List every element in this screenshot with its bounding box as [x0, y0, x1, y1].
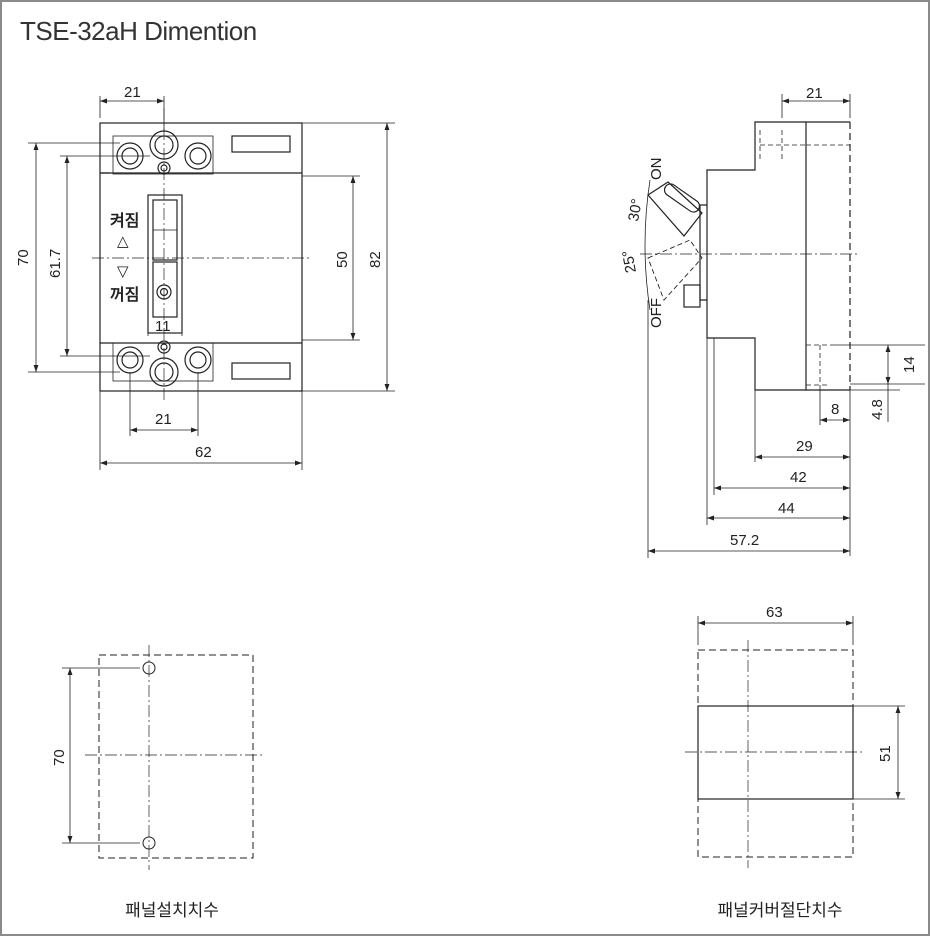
off-arrow: ▽ — [117, 263, 129, 280]
dim-82: 82 — [367, 251, 384, 268]
dim-11: 11 — [155, 318, 171, 335]
toggle-handle — [147, 194, 183, 334]
panel-cutout-caption: 패널커버절단치수 — [717, 901, 843, 921]
dim-42: 42 — [790, 469, 807, 486]
angle-25-label: 25° — [619, 249, 640, 274]
panel-mount-view — [62, 645, 265, 870]
panel-cutout-view — [685, 616, 905, 868]
panel-mount-outline — [98, 654, 254, 859]
off-label: 꺼짐 — [110, 286, 139, 304]
top-label-plate — [231, 135, 291, 153]
dim-57-2: 57.2 — [730, 532, 759, 549]
on-label: 켜짐 — [110, 212, 139, 230]
dim-62: 62 — [195, 444, 212, 461]
off-position-label: OFF — [648, 298, 665, 328]
cutout-outer-outline — [697, 649, 854, 858]
handle-on — [647, 181, 703, 237]
on-arrow: △ — [117, 233, 129, 250]
cutout-window — [697, 705, 854, 800]
page-title: TSE-32aH Dimention — [20, 16, 257, 46]
dim-44: 44 — [778, 500, 795, 517]
dim-top-21: 21 — [124, 84, 141, 101]
dim-70: 70 — [15, 249, 32, 266]
dim-cutout-51: 51 — [877, 745, 894, 762]
dim-4-8: 4.8 — [869, 399, 886, 420]
angle-30-label: 30° — [625, 197, 646, 222]
dim-61-7: 61.7 — [47, 249, 64, 278]
dim-side-21: 21 — [806, 85, 823, 102]
front-view-text: 켜짐 △ ▽ 꺼짐 21 70 61.7 50 82 11 21 62 — [15, 84, 384, 461]
bottom-label-plate — [231, 362, 291, 380]
dim-panel-70: 70 — [51, 749, 68, 766]
breaker-body-outline — [99, 122, 303, 392]
panel-mount-caption: 패널설치치수 — [125, 901, 219, 921]
dim-bottom-21: 21 — [155, 411, 172, 428]
dim-14: 14 — [901, 356, 918, 373]
dim-29: 29 — [796, 438, 813, 455]
side-view — [640, 94, 925, 558]
front-view — [28, 96, 395, 470]
dim-cutout-63: 63 — [766, 604, 783, 621]
handle-off — [647, 239, 703, 301]
side-body-outline — [706, 121, 807, 391]
side-view-text: ON 30° 25° OFF 21 14 4.8 8 29 42 44 57.2 — [619, 85, 918, 549]
dim-8: 8 — [831, 401, 839, 418]
dim-50: 50 — [334, 251, 351, 268]
on-position-label: ON — [648, 158, 665, 181]
